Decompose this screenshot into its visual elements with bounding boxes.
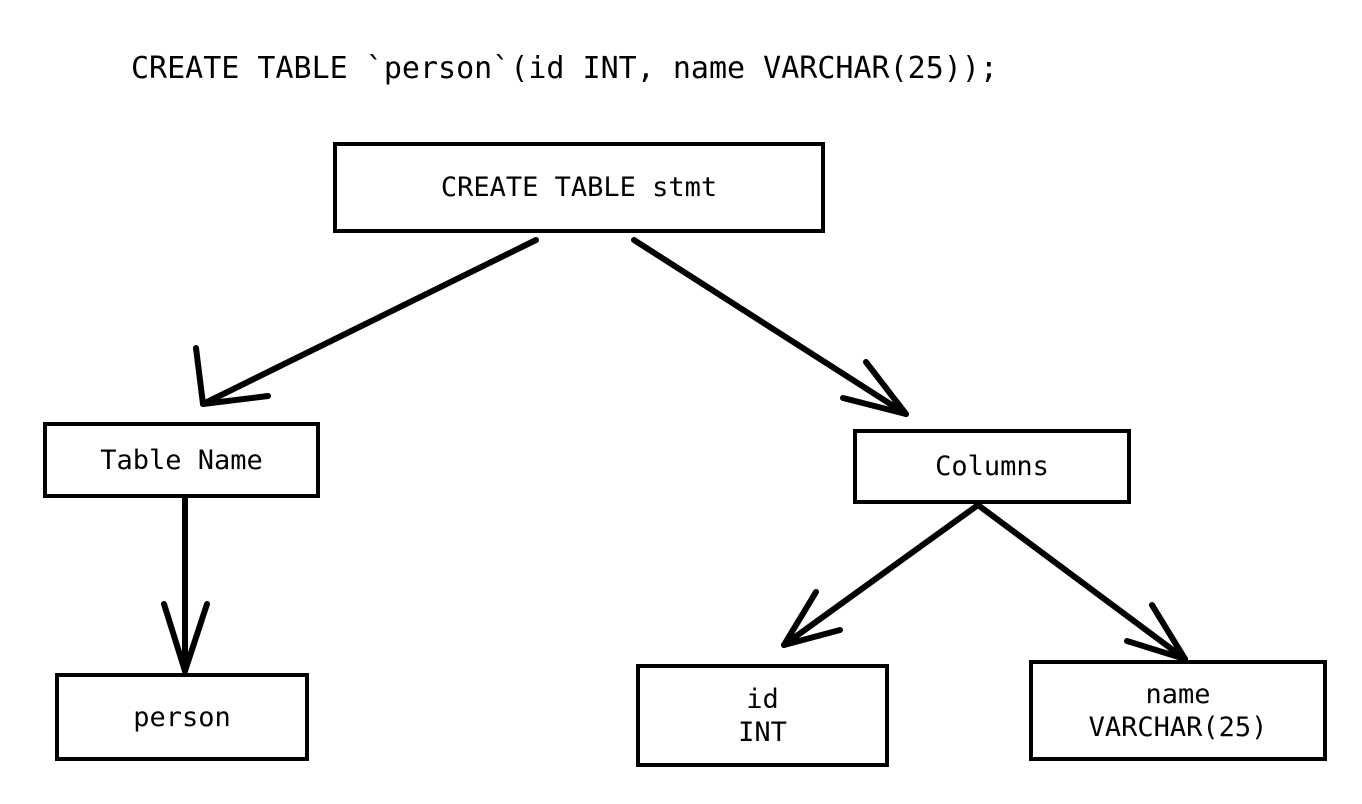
node-column-name[interactable]: name VARCHAR(25) bbox=[1029, 660, 1327, 761]
node-column-id[interactable]: id INT bbox=[636, 664, 889, 767]
node-label-column-type: VARCHAR(25) bbox=[1088, 711, 1268, 743]
edge-table-name-to-person bbox=[161, 496, 210, 674]
node-label-column-name: id bbox=[746, 683, 779, 715]
sql-statement-caption: CREATE TABLE `person`(id INT, name VARCH… bbox=[131, 51, 998, 86]
node-label: CREATE TABLE stmt bbox=[440, 172, 718, 203]
node-create-table-stmt[interactable]: CREATE TABLE stmt bbox=[333, 142, 825, 233]
node-label: Table Name bbox=[100, 444, 263, 476]
edge-columns-to-col-id bbox=[781, 502, 981, 648]
node-label: person bbox=[133, 701, 231, 733]
edge-root-to-table-name bbox=[193, 237, 539, 407]
node-table-name[interactable]: Table Name bbox=[43, 422, 320, 498]
edge-root-to-columns bbox=[631, 237, 909, 417]
edge-columns-to-col-name bbox=[975, 502, 1188, 662]
node-label-column-type: INT bbox=[738, 716, 787, 748]
node-label: Columns bbox=[935, 451, 1049, 482]
node-columns[interactable]: Columns bbox=[853, 429, 1131, 504]
node-label-column-name: name bbox=[1145, 678, 1211, 710]
node-person[interactable]: person bbox=[55, 673, 309, 761]
